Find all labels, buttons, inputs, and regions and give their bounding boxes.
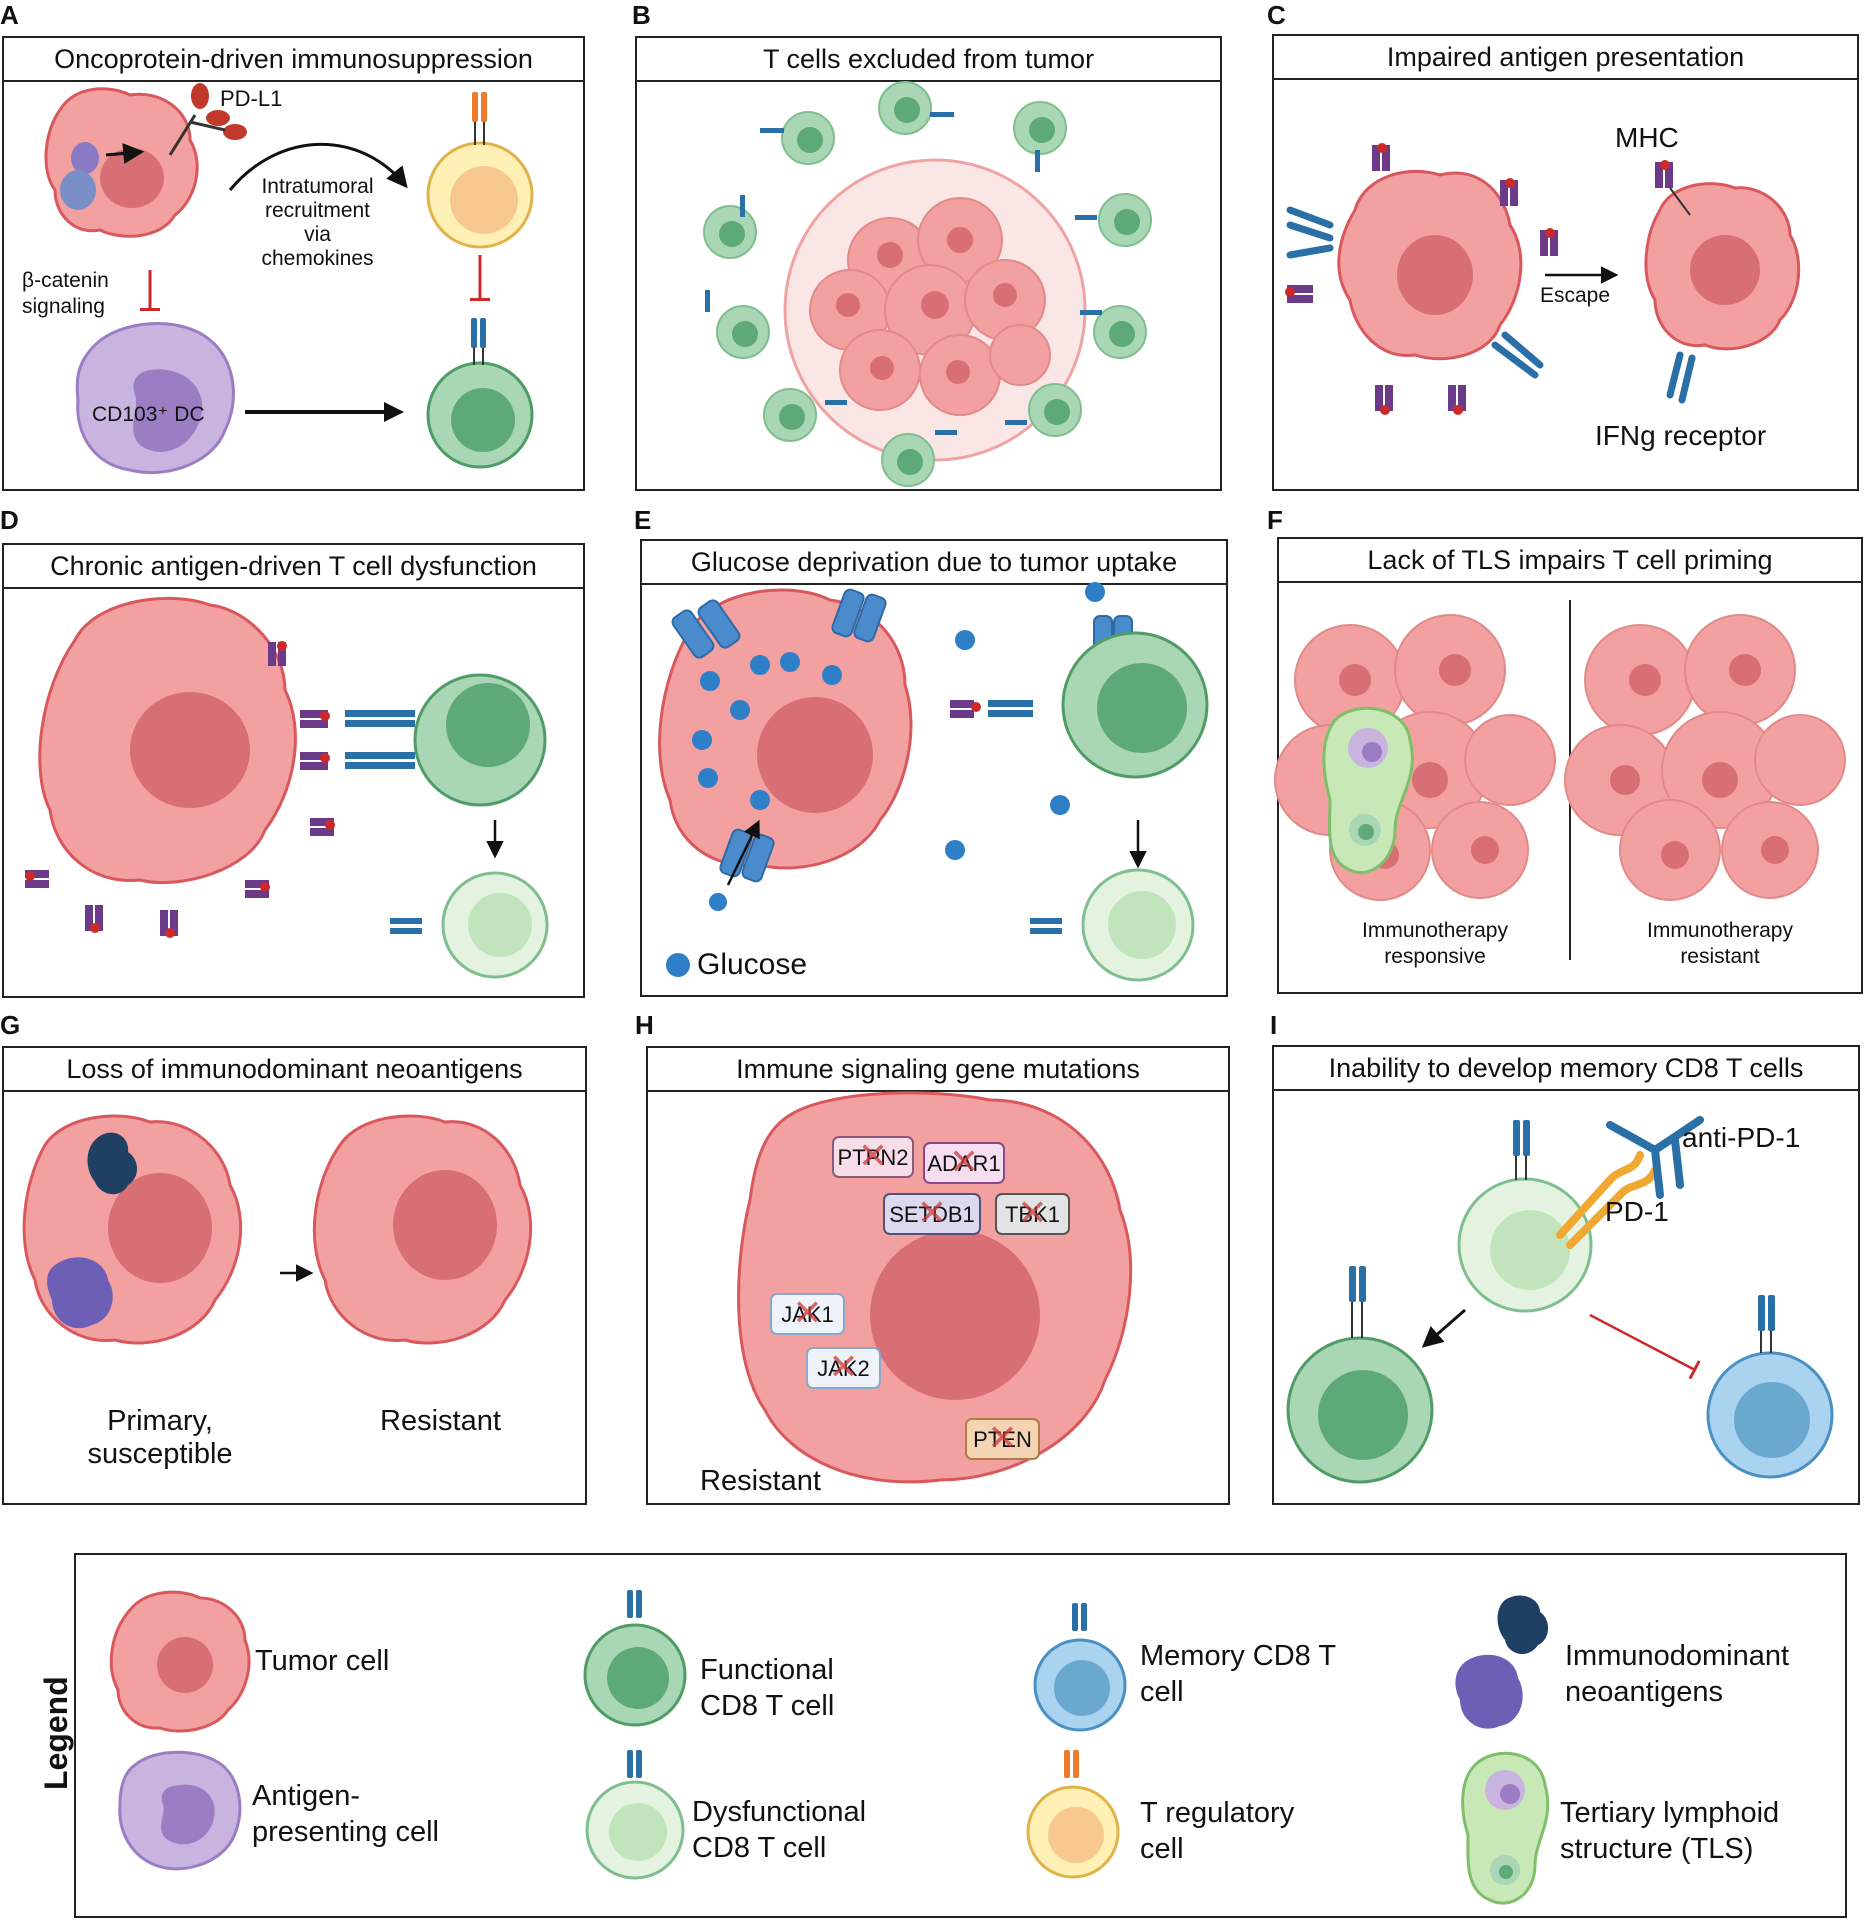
panel-letter-h: H [635,1010,654,1040]
panel-letter-c: C [1267,0,1286,30]
panel-title-g: Loss of immunodominant neoantigens [4,1048,585,1092]
panel-title-a: Oncoprotein-driven immunosuppression [4,38,583,82]
legend-box [74,1553,1847,1918]
pd-l1-label: PD-L1 [220,86,283,111]
panel-title-c: Impaired antigen presentation [1274,36,1857,80]
panel-letter-a: A [0,0,19,30]
panel-i: Inability to develop memory CD8 T cells [1272,1045,1860,1505]
legend-label-neoantigens: Immunodominant neoantigens [1565,1640,1790,1708]
mhc-label: MHC [1615,122,1679,153]
resistant-label-g: Resistant [380,1405,501,1437]
panel-title-d: Chronic antigen-driven T cell dysfunctio… [4,545,583,589]
gene-jak2: JAK2✕ [806,1347,881,1389]
panel-d: Chronic antigen-driven T cell dysfunctio… [2,543,585,998]
panel-letter-f: F [1267,505,1283,535]
legend-label-memory-t: Memory CD8 T cell [1140,1640,1336,1708]
gene-tbk1: TBK1✕ [995,1193,1070,1235]
panel-letter-e: E [634,505,652,535]
dc-label: CD103⁺ DC [92,403,205,426]
legend-heading: Legend [38,1676,74,1790]
legend-label-treg: T regulatory cell [1140,1797,1295,1865]
gene-ptpn2: PTPN2✕ [832,1136,914,1178]
panel-title-b: T cells excluded from tumor [637,38,1220,82]
panel-letter-d: D [0,505,19,535]
immunotherapy-responsive-label: Immunotherapy responsive [1362,919,1508,968]
recruitment-label: Intratumoral recruitment via chemokines [261,175,374,270]
panel-title-f: Lack of TLS impairs T cell priming [1279,539,1861,583]
legend-label-tls: Tertiary lymphoid structure (TLS) [1560,1797,1780,1865]
legend-label-dysfunctional-t: Dysfunctional CD8 T cell [692,1796,867,1864]
beta-catenin-label: β-catenin signaling [22,269,109,318]
panel-letter-i: I [1270,1010,1278,1040]
panel-title-i: Inability to develop memory CD8 T cells [1274,1047,1858,1091]
immunotherapy-resistant-label: Immunotherapy resistant [1647,919,1793,968]
legend-label-functional-t: Functional CD8 T cell [700,1654,835,1722]
legend-label-tumor: Tumor cell [255,1645,390,1677]
anti-pd-1-label: anti-PD-1 [1682,1122,1801,1153]
gene-jak1: JAK1✕ [770,1293,845,1335]
panel-letter-b: B [632,0,651,30]
panel-title-e: Glucose deprivation due to tumor uptake [642,541,1226,585]
panel-title-h: Immune signaling gene mutations [648,1048,1228,1092]
ifng-receptor-label: IFNg receptor [1595,420,1767,451]
gene-pten: PTEN✕ [965,1418,1040,1460]
glucose-label: Glucose [697,948,808,981]
gene-adar1: ADAR1✕ [923,1142,1005,1184]
pd-1-label: PD-1 [1605,1196,1669,1227]
escape-label: Escape [1540,284,1611,307]
panel-h: Immune signaling gene mutations [646,1046,1230,1505]
panel-c: Impaired antigen presentation [1272,34,1859,491]
resistant-label-h: Resistant [700,1465,821,1497]
primary-susceptible-label: Primary, susceptible [87,1405,233,1470]
panel-e: Glucose deprivation due to tumor uptake [640,539,1228,997]
panel-b: T cells excluded from tumor [635,36,1222,491]
gene-setdb1: SETDB1✕ [883,1193,981,1235]
legend-label-apc: Antigen-presenting cell [252,1780,439,1848]
panel-letter-g: G [0,1010,21,1040]
